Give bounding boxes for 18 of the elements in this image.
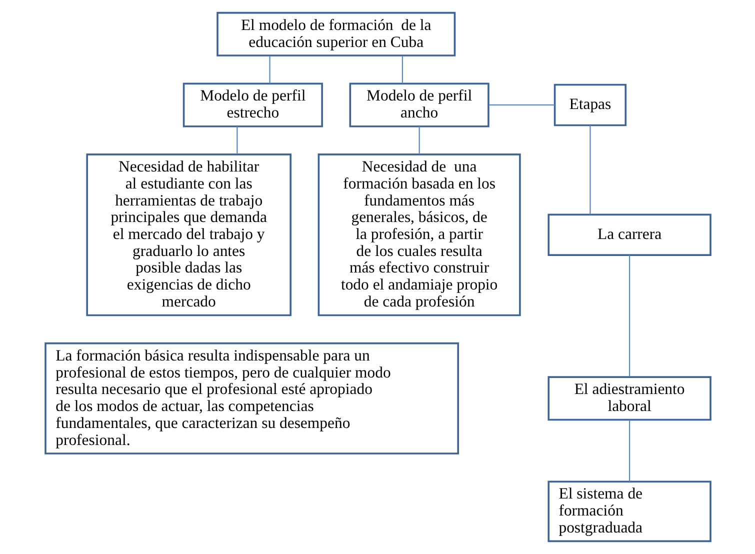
connector [589, 125, 590, 214]
node-box: El modelo de formación de la educación superior en Cuba [216, 12, 456, 56]
node-box: La carrera [547, 214, 711, 256]
connector [236, 126, 238, 154]
connector [418, 126, 420, 154]
connector [628, 255, 630, 377]
node-box: Necesidad de habilitar al estudiante con las herramientas de trabajo principales que demanda el mercado del trabajo y graduarlo lo antes posible dadas las exigencias de dicho mercado [86, 154, 291, 316]
node-box: Modelo de perfil estrecho [182, 82, 322, 128]
connector [268, 56, 270, 84]
node-box: El sistema de formación postgraduada [547, 480, 711, 542]
connector [488, 104, 554, 106]
node-box: La formación básica resulta indispensable para un profesional de estos tiempos, pero de cualquier modo resulta necesario que el profesional esté apropiado de los modos de actuar, las competencias fundamentales, que caracterizan su desempeño profesional. [44, 342, 458, 454]
connector [401, 56, 403, 84]
node-box: Modelo de perfil ancho [348, 82, 489, 128]
node-box: Etapas [553, 84, 626, 126]
node-box: Necesidad de una formación basada en los fundamentos más generales, básicos, de la profesión, a partir de los cuales resulta más efectivo construir todo el andamiaje propio de cada profesión [317, 154, 520, 316]
node-box: El adiestramiento laboral [547, 376, 711, 421]
connector [628, 420, 630, 482]
